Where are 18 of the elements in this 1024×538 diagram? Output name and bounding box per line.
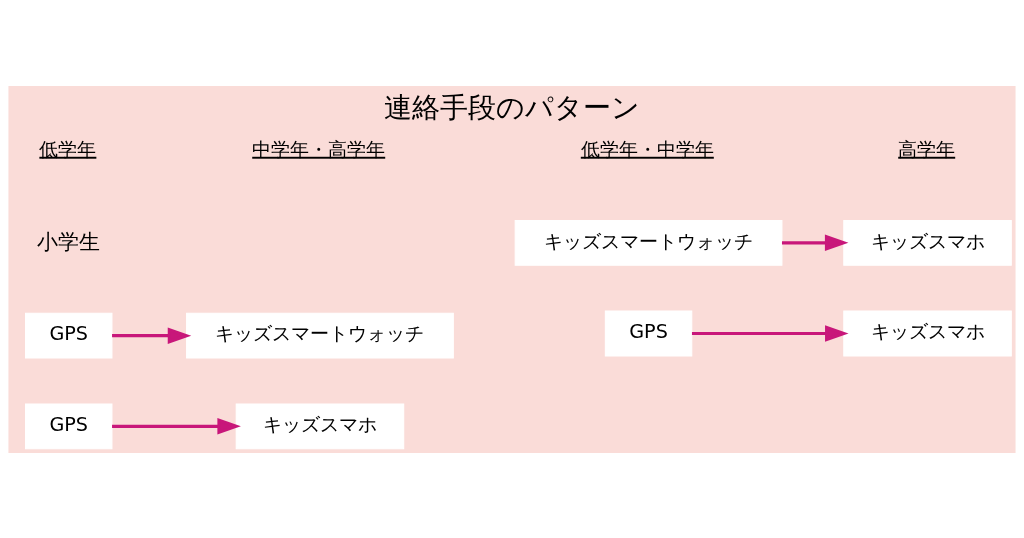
label: 低学年	[39, 137, 97, 161]
label: 中学年・高学年	[252, 137, 386, 161]
arrow	[112, 417, 241, 435]
node-box: GPS	[604, 310, 693, 356]
label: 低学年・中学年	[580, 137, 714, 161]
node-box: GPS	[24, 402, 113, 449]
node-box: キッズスマホ	[843, 310, 1012, 356]
arrow	[781, 234, 849, 251]
label: 高学年	[898, 137, 956, 161]
node-box: キッズスマホ	[235, 402, 405, 449]
node-box: キッズスマホ	[843, 219, 1012, 266]
node-box: GPS	[24, 312, 113, 359]
label: 小学生	[37, 228, 101, 254]
node-box: キッズスマートウォッチ	[514, 219, 783, 266]
diagram-title: 連絡手段のパターン	[384, 90, 640, 124]
arrow	[691, 324, 849, 342]
node-box: キッズスマートウォッチ	[186, 312, 454, 359]
arrow	[112, 326, 192, 344]
